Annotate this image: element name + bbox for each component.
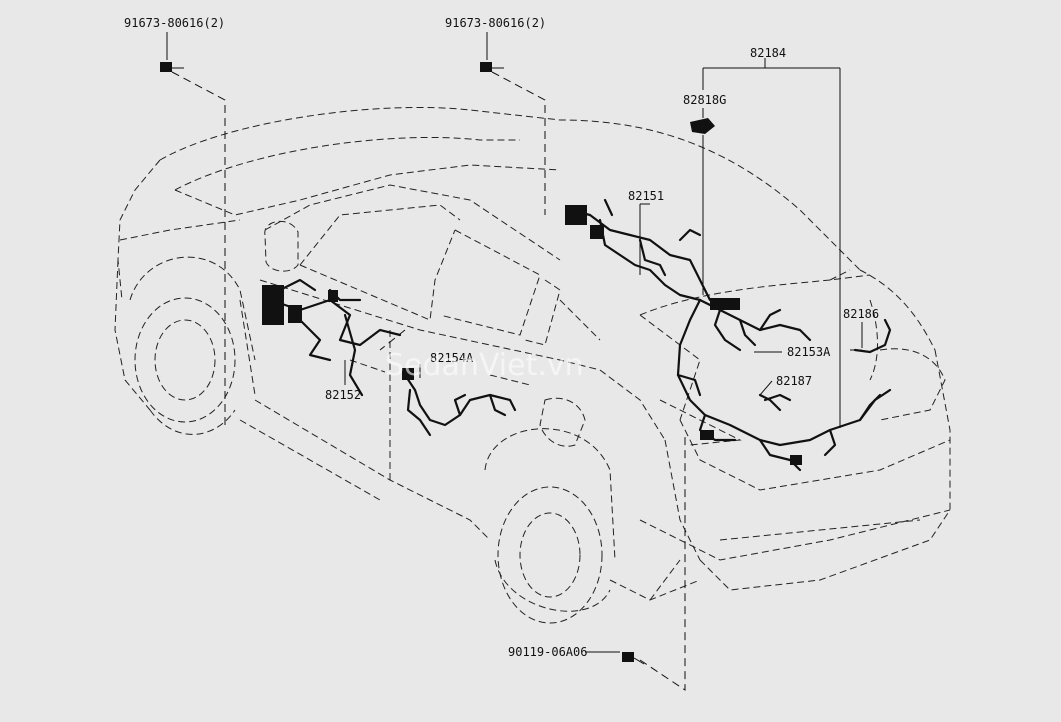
harness-82152 bbox=[262, 278, 402, 397]
label-82186: 82186 bbox=[843, 307, 879, 321]
leader-lines bbox=[166, 32, 863, 653]
bolt-icon-left bbox=[160, 62, 184, 72]
bolt-icon-center bbox=[480, 62, 504, 72]
dashed-guides bbox=[171, 71, 686, 691]
watermark: SedanViet.vn bbox=[385, 348, 584, 383]
label-bolt-left: 91673-80616(2) bbox=[124, 16, 225, 30]
label-82153a: 82153A bbox=[787, 345, 831, 359]
label-82818g: 82818G bbox=[683, 93, 726, 107]
label-82154a: 82154A bbox=[430, 351, 474, 365]
label-bolt-center: 91673-80616(2) bbox=[445, 16, 546, 30]
harness-82154a bbox=[402, 368, 517, 437]
harness-82184 bbox=[676, 298, 892, 472]
label-bolt-bottom: 90119-06A06 bbox=[508, 645, 587, 659]
bolt-icon-bottom bbox=[622, 652, 645, 665]
label-82152: 82152 bbox=[325, 388, 361, 402]
part-labels: 91673-80616(2) 91673-80616(2) 82184 8281… bbox=[124, 16, 879, 659]
label-82187: 82187 bbox=[776, 374, 812, 388]
clip-82818g bbox=[690, 118, 715, 134]
harness-82186 bbox=[853, 318, 892, 354]
harness-82187 bbox=[763, 393, 792, 402]
label-82151: 82151 bbox=[628, 189, 664, 203]
vehicle-outline bbox=[114, 106, 951, 624]
label-82184: 82184 bbox=[750, 46, 786, 60]
harness-82151 bbox=[565, 198, 712, 302]
harness-82153a bbox=[698, 298, 812, 352]
